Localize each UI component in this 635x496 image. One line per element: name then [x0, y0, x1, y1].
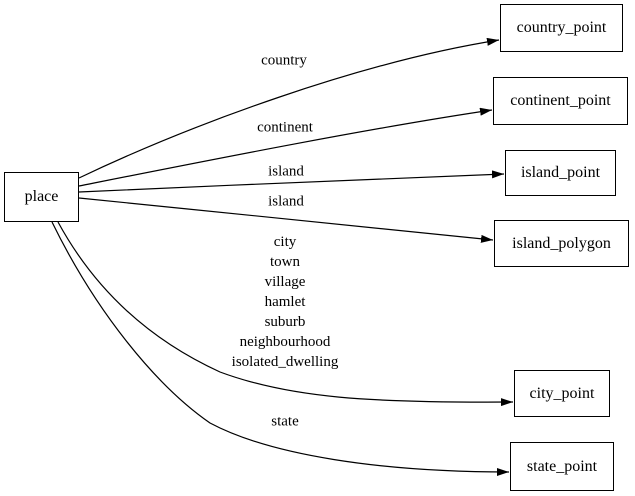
edge-label-island-polygon: island	[268, 193, 304, 210]
edge-label-village: village	[264, 274, 306, 290]
edge-label-hamlet: hamlet	[264, 294, 306, 310]
node-continent-point-label: continent_point	[510, 92, 611, 109]
node-state-point: state_point	[510, 442, 614, 491]
edge-place-to-country-point	[78, 37, 500, 179]
edge-place-to-city-point	[57, 221, 514, 407]
node-island-polygon: island_polygon	[494, 220, 629, 267]
node-city-point-label: city_point	[529, 384, 595, 402]
node-island-polygon-label: island_polygon	[512, 234, 611, 252]
node-place-label: place	[24, 188, 59, 205]
node-city-point: city_point	[514, 370, 610, 417]
edge-place-to-island-polygon	[78, 197, 494, 243]
edge-label-state: state	[271, 413, 299, 430]
node-country-point-label: country_point	[516, 19, 607, 36]
edge-label-city: city	[273, 234, 297, 250]
node-country-point: country_point	[500, 4, 623, 52]
node-place: place	[4, 172, 79, 222]
edge-label-town: town	[270, 254, 300, 270]
node-island-point: island_point	[505, 150, 616, 196]
edge-label-city-stack: city town village hamlet suburb neighbou…	[232, 232, 339, 372]
node-island-point-label: island_point	[520, 164, 601, 181]
node-continent-point: continent_point	[493, 77, 628, 125]
edge-place-to-island-point	[78, 170, 505, 193]
node-state-point-label: state_point	[526, 457, 598, 475]
edge-label-neighbourhood: neighbourhood	[239, 334, 331, 350]
edge-label-continent: continent	[257, 119, 313, 136]
edge-place-to-state-point	[51, 221, 510, 476]
edge-label-suburb: suburb	[264, 314, 306, 330]
edge-label-country: country	[261, 52, 307, 69]
edge-label-isolated-dwelling: isolated_dwelling	[231, 354, 339, 370]
edge-label-island-point: island	[268, 163, 304, 180]
edge-place-to-continent-point	[78, 107, 493, 187]
